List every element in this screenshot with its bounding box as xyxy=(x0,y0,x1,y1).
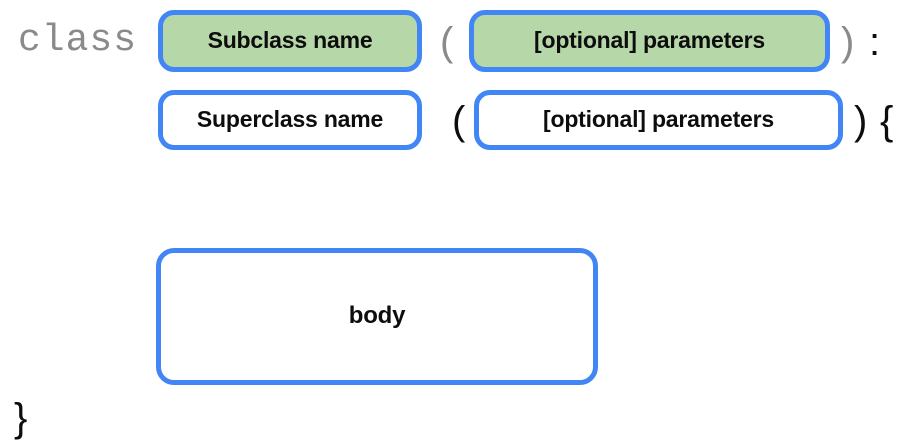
subclass-name-box[interactable]: Subclass name xyxy=(158,10,422,72)
row2-open-brace: { xyxy=(880,99,894,143)
subclass-parameters-box[interactable]: [optional] parameters xyxy=(469,10,830,72)
subclass-parameters-label: [optional] parameters xyxy=(534,27,765,54)
closing-brace: } xyxy=(14,396,28,440)
row1-colon: : xyxy=(869,20,881,64)
subclass-name-label: Subclass name xyxy=(207,27,373,54)
row1-open-paren: ( xyxy=(440,20,454,64)
superclass-name-box[interactable]: Superclass name xyxy=(158,90,422,150)
superclass-name-label: Superclass name xyxy=(196,106,384,133)
body-box[interactable]: body xyxy=(156,248,598,385)
superclass-parameters-box[interactable]: [optional] parameters xyxy=(474,90,843,150)
body-label: body xyxy=(348,302,406,330)
superclass-parameters-label: [optional] parameters xyxy=(543,106,774,133)
row2-close-paren: ) xyxy=(854,99,868,143)
row2-open-paren: ( xyxy=(452,99,466,143)
row1-close-paren: ) xyxy=(841,20,855,64)
class-keyword: class xyxy=(18,19,138,62)
